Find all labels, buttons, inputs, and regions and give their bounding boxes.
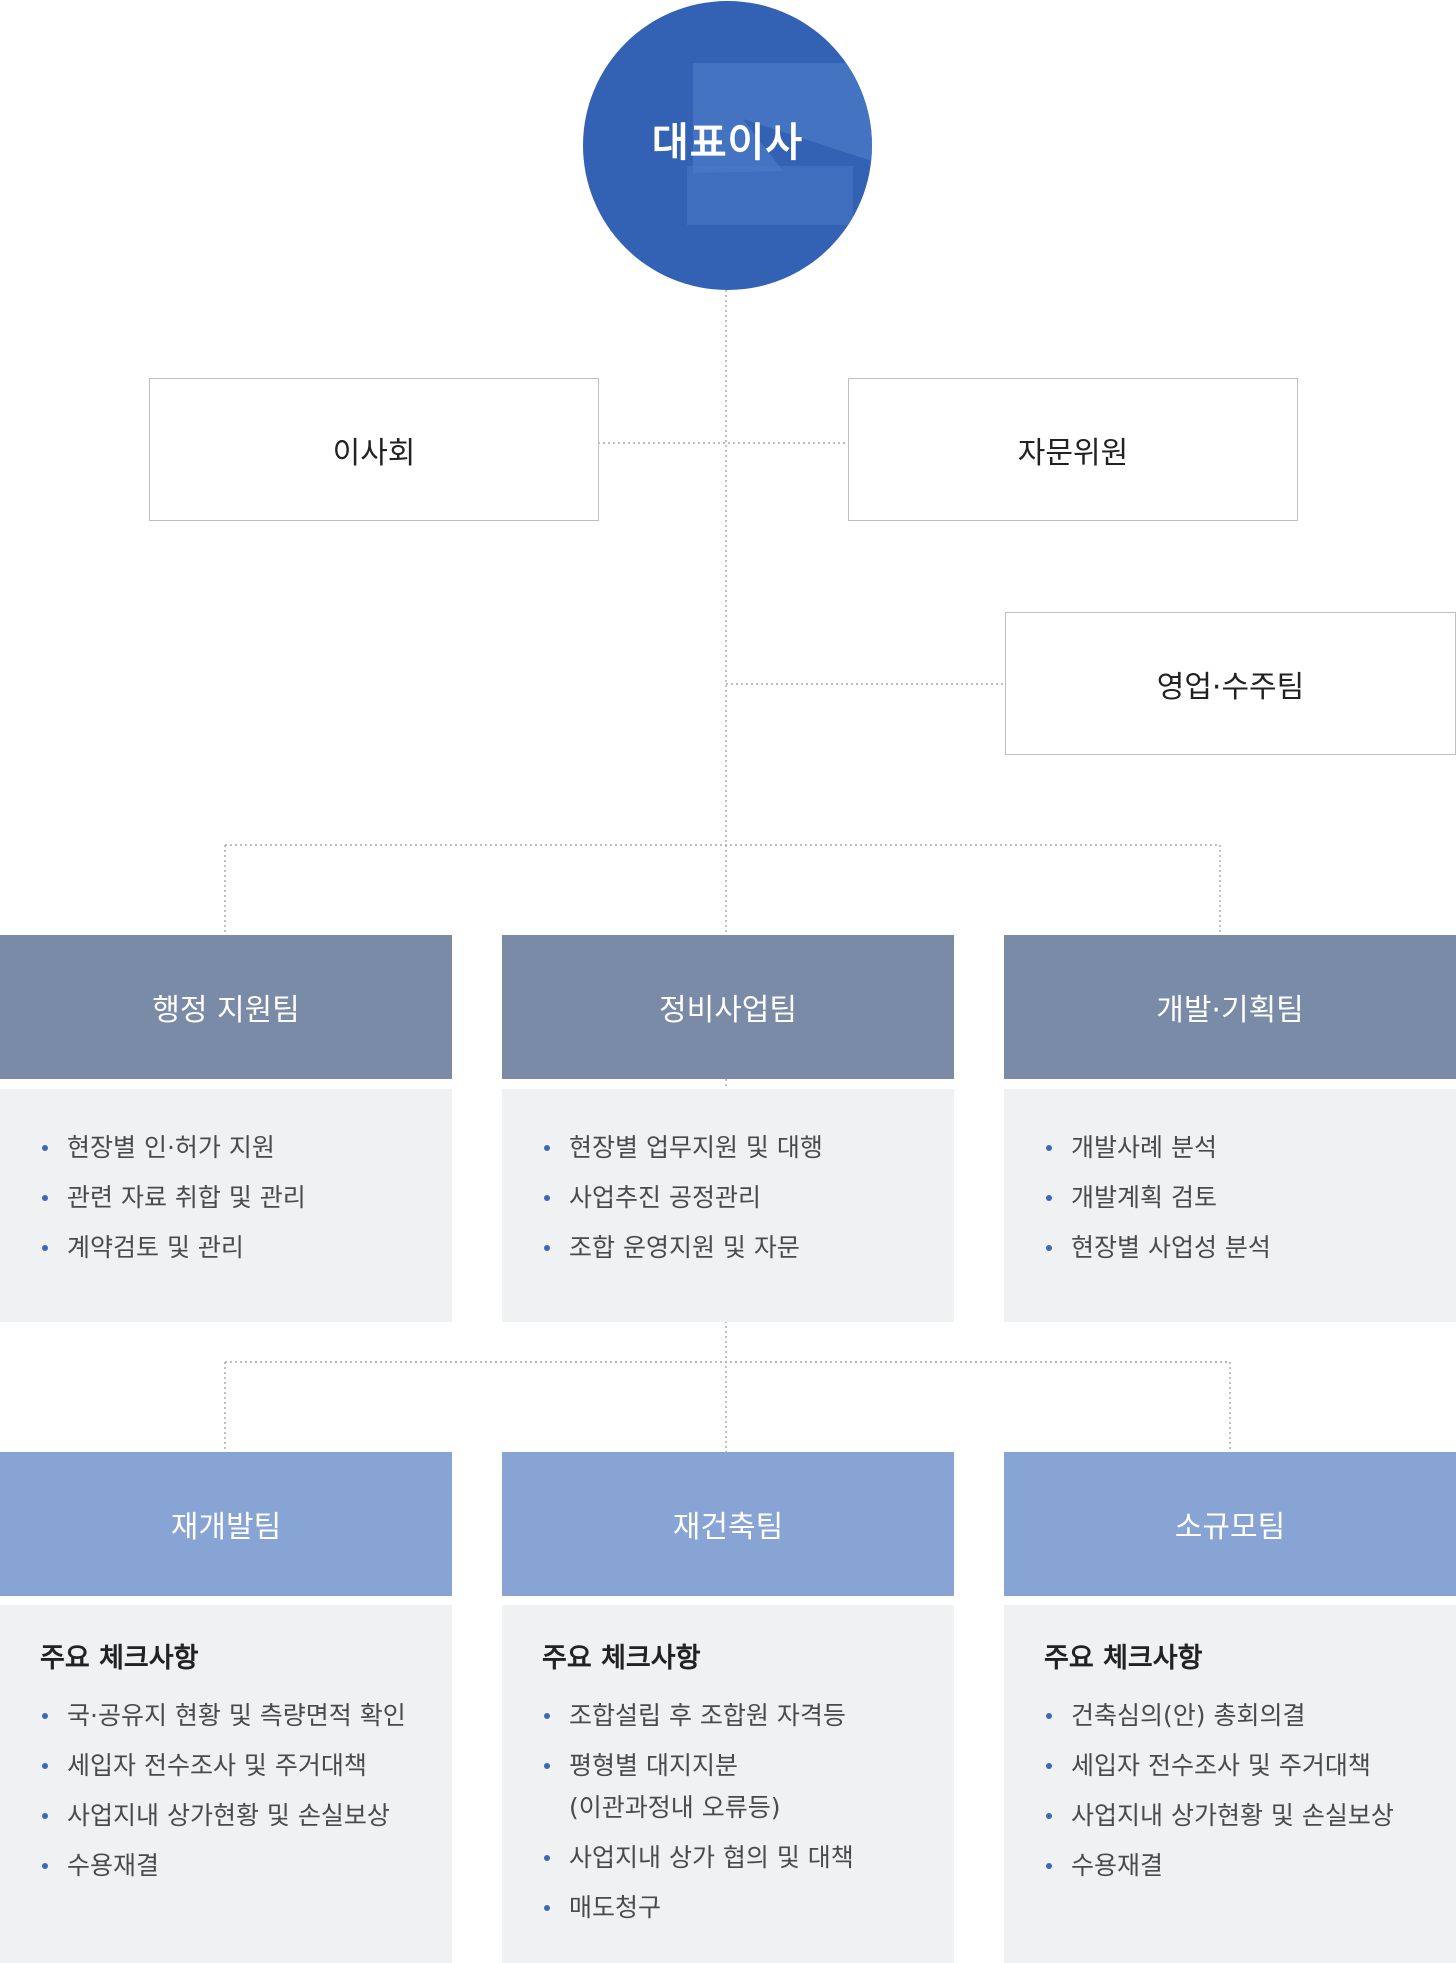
list-item: 현장별 업무지원 및 대행 xyxy=(542,1127,914,1169)
list-item: 매도청구 xyxy=(542,1887,914,1929)
list-item: 평형별 대지지분 (이관과정내 오류등) xyxy=(542,1745,914,1829)
list-item: 사업지내 상가 협의 및 대책 xyxy=(542,1837,914,1879)
subteam-body-redevelopment: 주요 체크사항 국·공유지 현황 및 측량면적 확인 세입자 전수조사 및 주거… xyxy=(0,1605,452,1963)
dept-name: 행정 지원팀 xyxy=(152,993,300,1028)
check-title: 주요 체크사항 xyxy=(40,1643,199,1674)
advisors-box: 자문위원 xyxy=(848,378,1298,521)
dept-body-maintenance: 현장별 업무지원 및 대행 사업추진 공정관리 조합 운영지원 및 자문 xyxy=(502,1089,954,1322)
board-label: 이사회 xyxy=(332,435,416,471)
list-item: 수용재결 xyxy=(40,1845,412,1887)
subteam-header-redevelopment: 재개발팀 xyxy=(0,1452,452,1596)
sales-team-label: 영업·수주팀 xyxy=(1156,669,1305,705)
subteam-name: 재개발팀 xyxy=(170,1510,282,1545)
list-item: 조합 운영지원 및 자문 xyxy=(542,1227,914,1269)
company-logo-watermark xyxy=(687,63,872,225)
list-item: 현장별 사업성 분석 xyxy=(1044,1227,1416,1269)
dept-task-list: 현장별 업무지원 및 대행 사업추진 공정관리 조합 운영지원 및 자문 xyxy=(542,1127,914,1269)
check-list: 건축심의(안) 총회의결 세입자 전수조사 및 주거대책 사업지내 상가현황 및… xyxy=(1044,1695,1416,1887)
list-item: 개발계획 검토 xyxy=(1044,1177,1416,1219)
check-list: 조합설립 후 조합원 자격등 평형별 대지지분 (이관과정내 오류등) 사업지내… xyxy=(542,1695,914,1929)
list-item: 사업지내 상가현황 및 손실보상 xyxy=(1044,1795,1416,1837)
check-title: 주요 체크사항 xyxy=(1044,1643,1203,1674)
subteam-name: 소규모팀 xyxy=(1174,1510,1286,1545)
board-box: 이사회 xyxy=(149,378,599,521)
dept-header-maintenance: 정비사업팀 xyxy=(502,935,954,1079)
list-item: 계약검토 및 관리 xyxy=(40,1227,412,1269)
dept-header-development: 개발·기획팀 xyxy=(1004,935,1456,1079)
dept-header-admin: 행정 지원팀 xyxy=(0,935,452,1079)
subteam-name: 재건축팀 xyxy=(672,1510,784,1545)
advisors-label: 자문위원 xyxy=(1017,435,1129,471)
list-item: 현장별 인·허가 지원 xyxy=(40,1127,412,1169)
subteam-body-reconstruction: 주요 체크사항 조합설립 후 조합원 자격등 평형별 대지지분 (이관과정내 오… xyxy=(502,1605,954,1963)
dept-name: 정비사업팀 xyxy=(659,993,797,1028)
list-item: 사업지내 상가현황 및 손실보상 xyxy=(40,1795,412,1837)
dept-name: 개발·기획팀 xyxy=(1156,993,1304,1028)
subteam-header-reconstruction: 재건축팀 xyxy=(502,1452,954,1596)
dept-body-admin: 현장별 인·허가 지원 관련 자료 취합 및 관리 계약검토 및 관리 xyxy=(0,1089,452,1322)
list-item: 국·공유지 현황 및 측량면적 확인 xyxy=(40,1695,412,1737)
list-item: 세입자 전수조사 및 주거대책 xyxy=(1044,1745,1416,1787)
list-item: 조합설립 후 조합원 자격등 xyxy=(542,1695,914,1737)
list-item: 개발사례 분석 xyxy=(1044,1127,1416,1169)
dept-body-development: 개발사례 분석 개발계획 검토 현장별 사업성 분석 xyxy=(1004,1089,1456,1322)
list-item: 세입자 전수조사 및 주거대책 xyxy=(40,1745,412,1787)
list-item: 관련 자료 취합 및 관리 xyxy=(40,1177,412,1219)
ceo-label: 대표이사 xyxy=(651,120,804,166)
ceo-node: 대표이사 xyxy=(583,1,872,290)
subteam-body-small-scale: 주요 체크사항 건축심의(안) 총회의결 세입자 전수조사 및 주거대책 사업지… xyxy=(1004,1605,1456,1963)
list-item: 사업추진 공정관리 xyxy=(542,1177,914,1219)
subteam-header-small-scale: 소규모팀 xyxy=(1004,1452,1456,1596)
check-list: 국·공유지 현황 및 측량면적 확인 세입자 전수조사 및 주거대책 사업지내 … xyxy=(40,1695,412,1887)
list-item: 건축심의(안) 총회의결 xyxy=(1044,1695,1416,1737)
check-title: 주요 체크사항 xyxy=(542,1643,701,1674)
dept-task-list: 현장별 인·허가 지원 관련 자료 취합 및 관리 계약검토 및 관리 xyxy=(40,1127,412,1269)
list-item: 수용재결 xyxy=(1044,1845,1416,1887)
dept-task-list: 개발사례 분석 개발계획 검토 현장별 사업성 분석 xyxy=(1044,1127,1416,1269)
sales-team-box: 영업·수주팀 xyxy=(1005,612,1456,755)
